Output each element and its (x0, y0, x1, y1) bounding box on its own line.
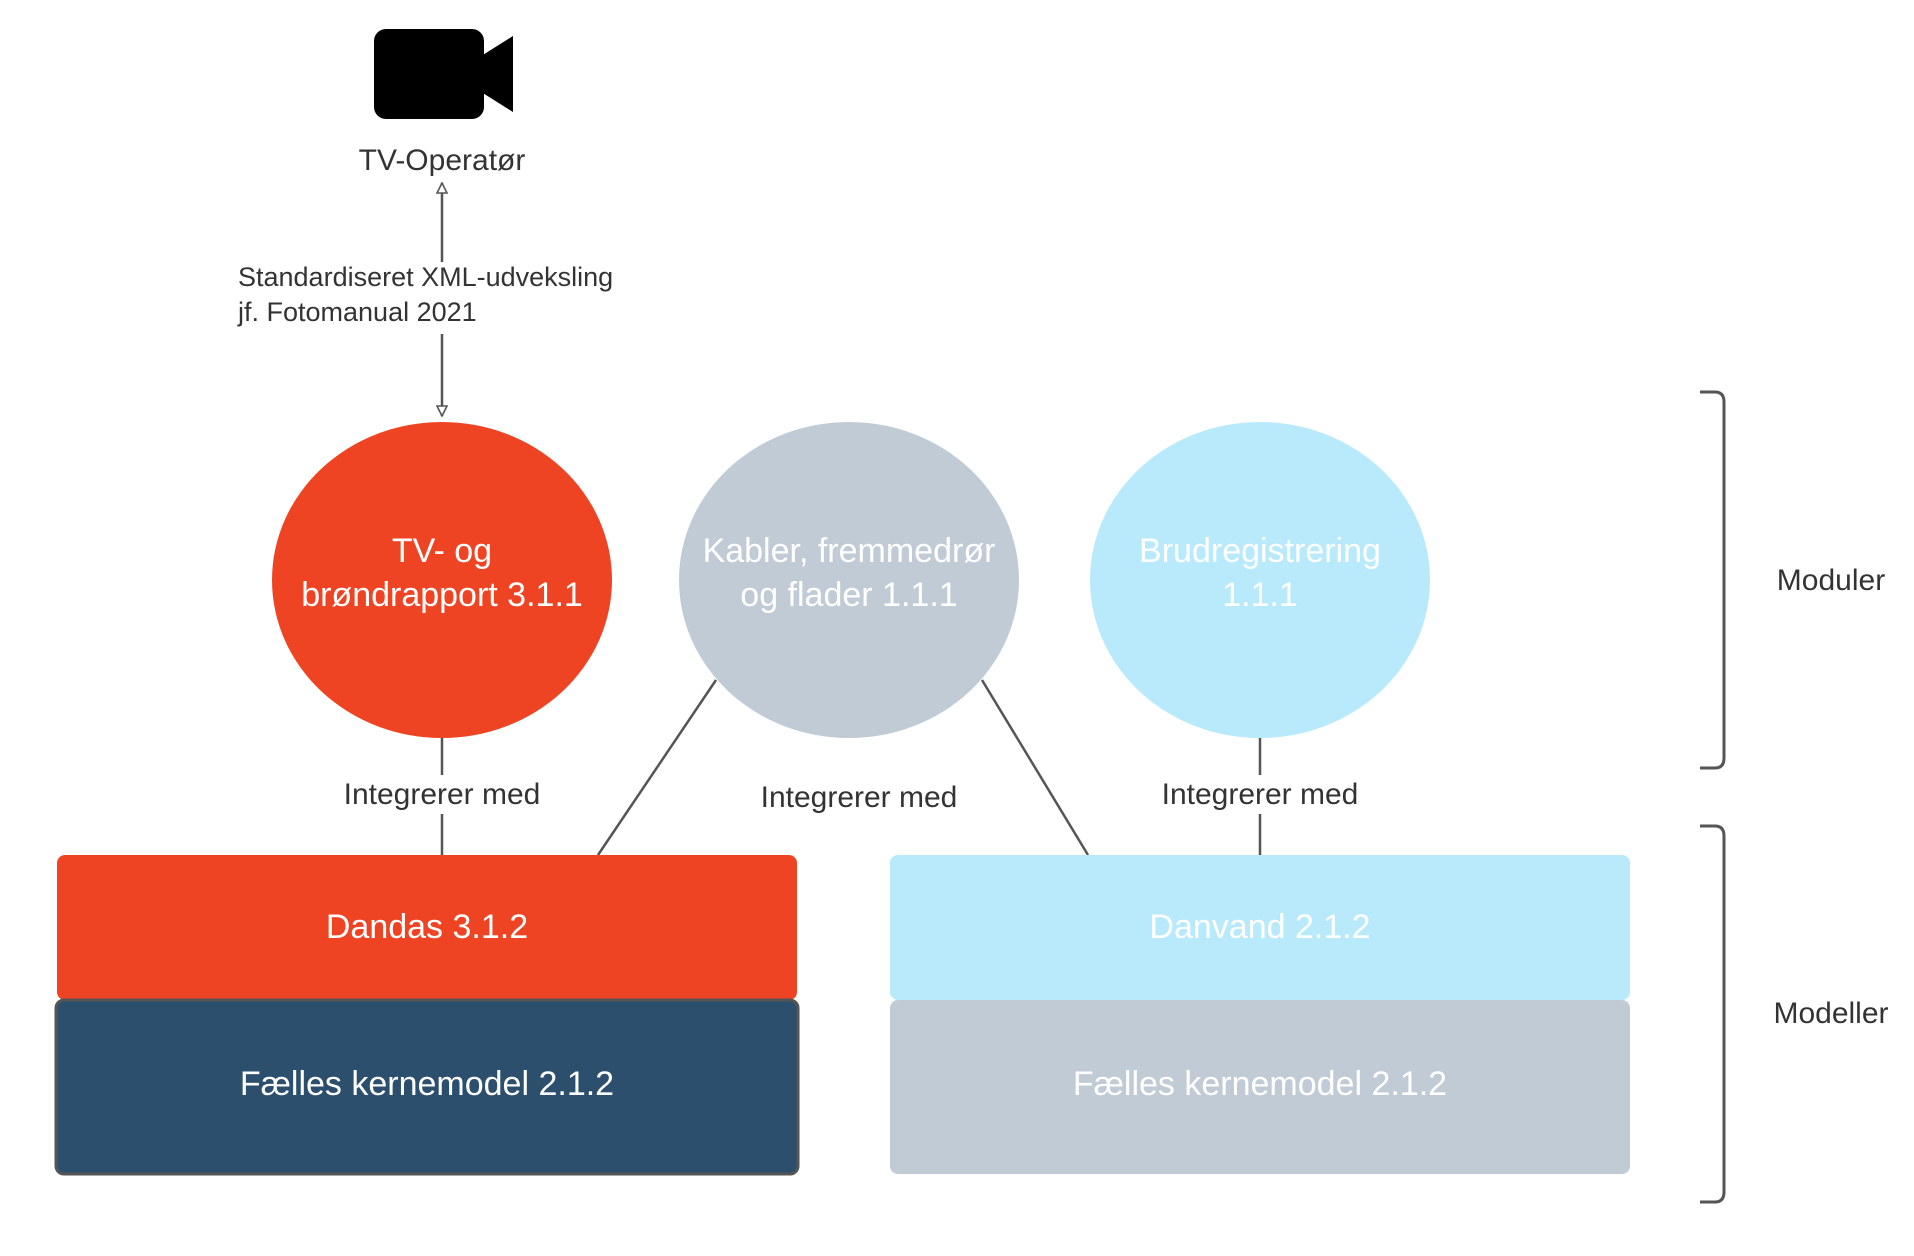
model-dandas[interactable]: Dandas 3.1.2 (57, 855, 797, 1000)
model-label: Fælles kernemodel 2.1.2 (1073, 1065, 1447, 1103)
integration-label-center: Integrerer med (761, 781, 958, 814)
model-faelles-kernemodel-right[interactable]: Fælles kernemodel 2.1.2 (890, 1000, 1630, 1174)
video-camera-icon (374, 29, 513, 119)
module-tv-brondrapport[interactable]: TV- og brøndrapport 3.1.1 (272, 422, 612, 738)
bracket-label-modeller: Modeller (1773, 997, 1888, 1030)
module-label-line1: Brudregistrering (1139, 532, 1381, 570)
bracket-moduler (1700, 390, 1726, 770)
model-label: Dandas 3.1.2 (326, 908, 528, 946)
bracket-label-moduler: Moduler (1777, 564, 1885, 597)
module-label-line2: brøndrapport 3.1.1 (301, 576, 583, 614)
exchange-label-line1: Standardiseret XML-udveksling (238, 262, 613, 292)
module-circle (1090, 422, 1430, 738)
module-kabler-fremmedror[interactable]: Kabler, fremmedrør og flader 1.1.1 (679, 422, 1019, 738)
camera-label: TV-Operatør (359, 144, 526, 177)
bracket-modeller (1700, 824, 1726, 1204)
integration-connectors (440, 679, 1262, 856)
module-label-line2: og flader 1.1.1 (740, 576, 957, 614)
module-label-line1: Kabler, fremmedrør (703, 532, 996, 570)
module-label-line1: TV- og (392, 532, 492, 570)
integration-label-right: Integrerer med (1162, 778, 1359, 811)
model-label: Danvand 2.1.2 (1149, 908, 1370, 946)
model-box (890, 1000, 1630, 1174)
exchange-label-line2: jf. Fotomanual 2021 (237, 297, 477, 327)
module-circle (272, 422, 612, 738)
module-label-line2: 1.1.1 (1222, 576, 1298, 614)
integration-label-left: Integrerer med (344, 778, 541, 811)
module-circle (679, 422, 1019, 738)
model-faelles-kernemodel-left[interactable]: Fælles kernemodel 2.1.2 (54, 998, 800, 1176)
model-box (890, 855, 1630, 1000)
model-box (57, 855, 797, 1000)
module-brudregistrering[interactable]: Brudregistrering 1.1.1 (1090, 422, 1430, 738)
model-label: Fælles kernemodel 2.1.2 (240, 1065, 614, 1103)
model-box (54, 998, 800, 1176)
model-danvand[interactable]: Danvand 2.1.2 (890, 855, 1630, 1000)
